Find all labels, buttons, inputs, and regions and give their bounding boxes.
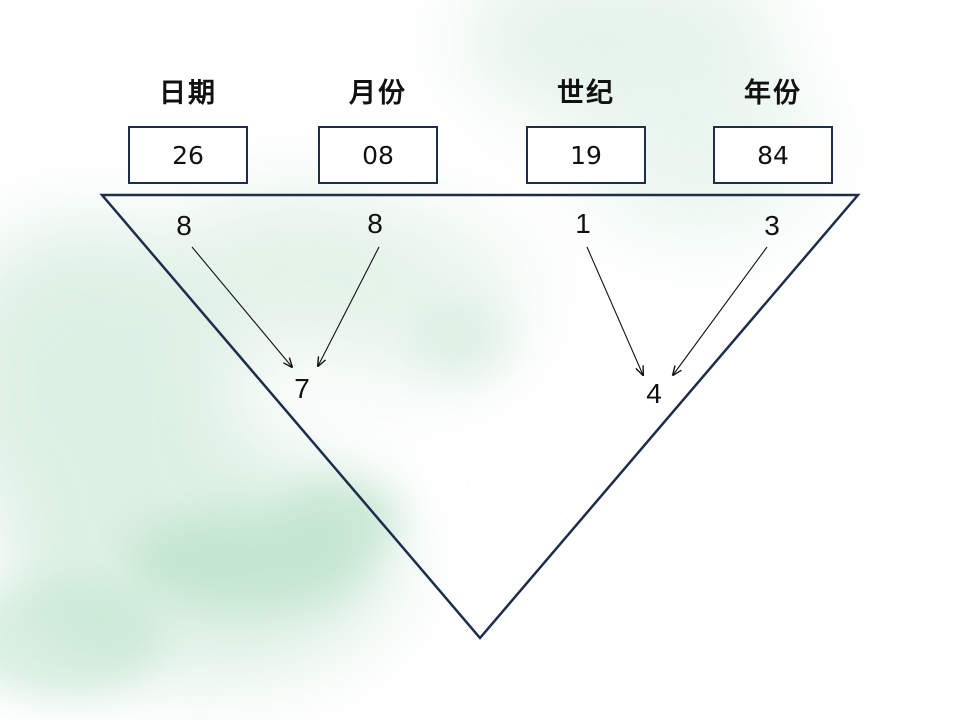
arrow-month-to-left xyxy=(318,246,380,366)
value-box-century: 19 xyxy=(526,126,646,184)
result-right: 4 xyxy=(646,378,662,409)
header-day: 日期 xyxy=(159,78,217,109)
value-box-month: 08 xyxy=(318,126,438,184)
value-century: 19 xyxy=(570,140,602,170)
result-left: 7 xyxy=(294,373,310,404)
arrow-century-to-right xyxy=(586,246,643,375)
header-month: 月份 xyxy=(349,78,407,109)
header-year: 年份 xyxy=(744,78,802,109)
digit-sum-year: 3 xyxy=(764,210,780,241)
value-box-year: 84 xyxy=(713,126,833,184)
arrow-year-to-right xyxy=(673,246,768,375)
value-year: 84 xyxy=(757,140,789,170)
digit-sum-day: 8 xyxy=(176,210,192,241)
value-day: 26 xyxy=(172,140,204,170)
value-box-day: 26 xyxy=(128,126,248,184)
header-century: 世纪 xyxy=(557,78,615,109)
digit-sum-century: 1 xyxy=(575,208,591,239)
value-month: 08 xyxy=(362,140,394,170)
arrow-day-to-left xyxy=(191,246,292,367)
inverted-triangle xyxy=(99,193,861,640)
digit-sum-month: 8 xyxy=(367,208,383,239)
